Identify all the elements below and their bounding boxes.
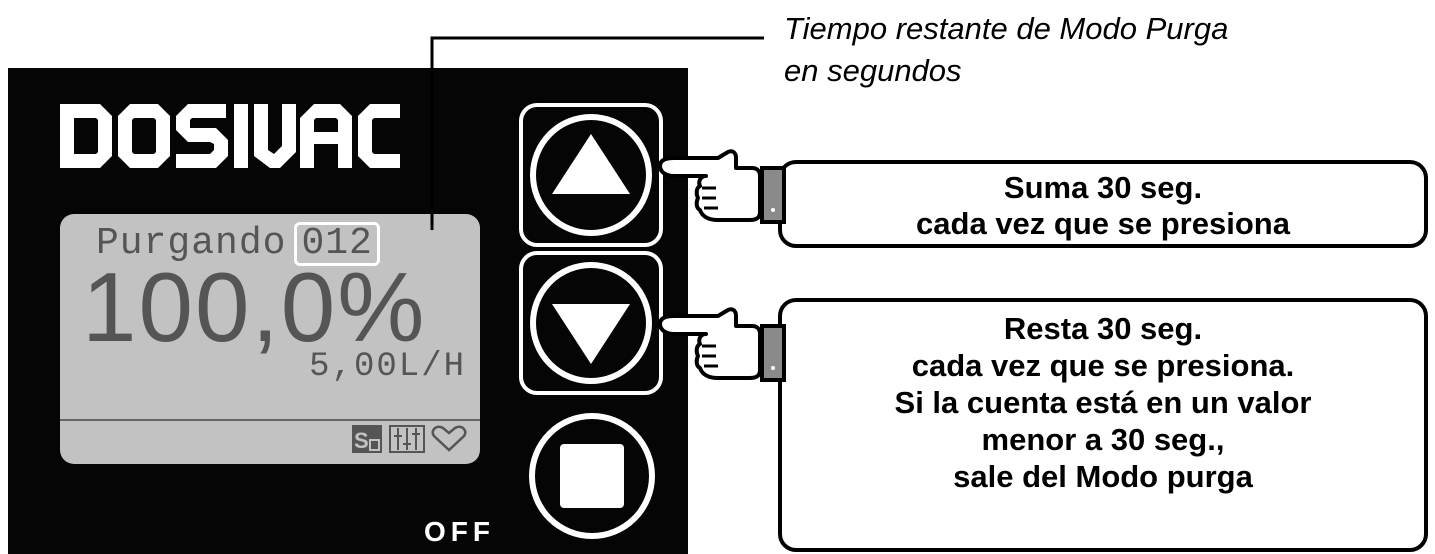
pointing-hand-icon [658, 149, 786, 224]
down-callout-line4: menor a 30 seg., [981, 422, 1225, 457]
lcd-flow-value: 5,00L/H [309, 348, 466, 386]
heart-icon [431, 425, 467, 452]
svg-text:S: S [354, 428, 369, 453]
up-button-callout: Suma 30 seg. cada vez que se presiona [778, 160, 1428, 248]
sa-lock-icon: S [352, 425, 382, 453]
lcd-divider [60, 419, 480, 421]
down-button-callout: Resta 30 seg. cada vez que se presiona. … [778, 298, 1428, 552]
up-callout-line2: cada vez que se presiona [916, 206, 1290, 241]
lcd-percent-value: 100,0% [82, 252, 427, 362]
up-button[interactable] [518, 102, 664, 248]
brand-logo [60, 104, 400, 168]
counter-caption-line1: Tiempo restante de Modo Purga [784, 11, 1229, 46]
down-button[interactable] [518, 250, 664, 396]
down-callout-line5: sale del Modo purga [953, 459, 1253, 494]
sliders-icon [389, 425, 425, 453]
pointing-hand-icon [658, 307, 786, 382]
square-stop-icon [560, 444, 624, 508]
lcd-status-icons: S [352, 425, 467, 453]
lcd-status-text: Purgando [96, 222, 287, 265]
counter-caption-line2: en segundos [784, 53, 962, 88]
down-callout-line2: cada vez que se presiona. [911, 348, 1295, 383]
purge-countdown: 012 [294, 222, 380, 266]
counter-caption: Tiempo restante de Modo Purga en segundo… [784, 8, 1228, 92]
up-callout-line1: Suma 30 seg. [1003, 170, 1203, 205]
down-callout-line1: Resta 30 seg. [1003, 311, 1203, 346]
down-callout-line3: Si la cuenta está en un valor [894, 385, 1312, 420]
off-label: OFF [424, 516, 495, 547]
triangle-down-icon [552, 304, 630, 364]
stop-button[interactable] [526, 410, 658, 542]
